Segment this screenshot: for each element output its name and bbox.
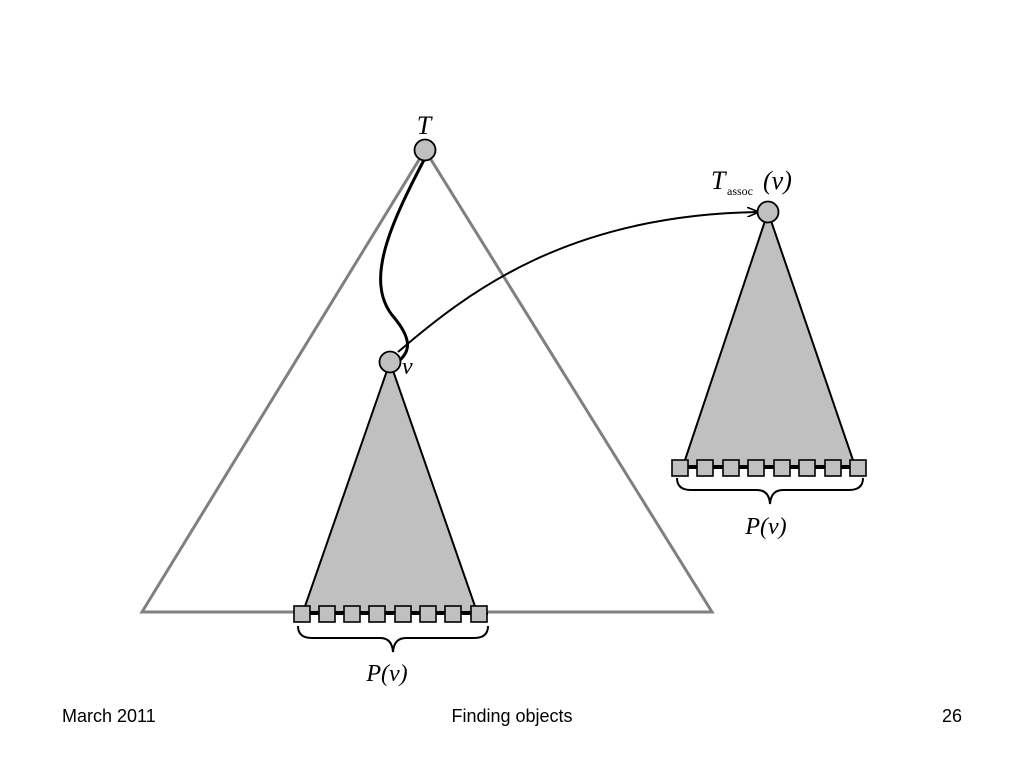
leaf-square — [747, 459, 765, 477]
search-path — [379, 157, 427, 364]
leaf-square — [722, 459, 740, 477]
brace-right — [676, 477, 864, 505]
leaf-square — [368, 605, 386, 623]
leaf-square — [444, 605, 462, 623]
leaf-square — [318, 605, 336, 623]
leaf-row-right — [671, 459, 867, 477]
footer-title: Finding objects — [451, 706, 573, 726]
assoc-label-sub: assoc — [727, 184, 753, 198]
assoc-label-main: T — [711, 166, 727, 195]
assoc-label-arg: (ν) — [763, 166, 792, 195]
footer-date: March 2011 — [62, 706, 156, 726]
leaf-square — [798, 459, 816, 477]
leaf-row-left — [293, 605, 488, 623]
leaf-square — [470, 605, 488, 623]
subset-label-left: P(ν) — [365, 661, 407, 687]
tree-label: T — [417, 111, 433, 140]
root-node — [413, 138, 437, 162]
leaf-square — [849, 459, 867, 477]
assoc-root-node — [756, 200, 780, 224]
leaf-square — [293, 605, 311, 623]
assoc-pointer-arrow — [397, 212, 758, 353]
leaf-square — [343, 605, 361, 623]
leaf-square — [696, 459, 714, 477]
brace-left — [297, 625, 489, 653]
subtree-v — [301, 358, 479, 613]
footer-page-number: 26 — [941, 706, 962, 726]
node-v-label: ν — [402, 354, 413, 380]
node-v — [378, 350, 402, 374]
leaf-square — [394, 605, 412, 623]
leaf-square — [671, 459, 689, 477]
assoc-tree — [681, 208, 857, 467]
leaf-square — [824, 459, 842, 477]
subset-label-right: P(ν) — [744, 514, 786, 540]
leaf-square — [773, 459, 791, 477]
leaf-square — [419, 605, 437, 623]
